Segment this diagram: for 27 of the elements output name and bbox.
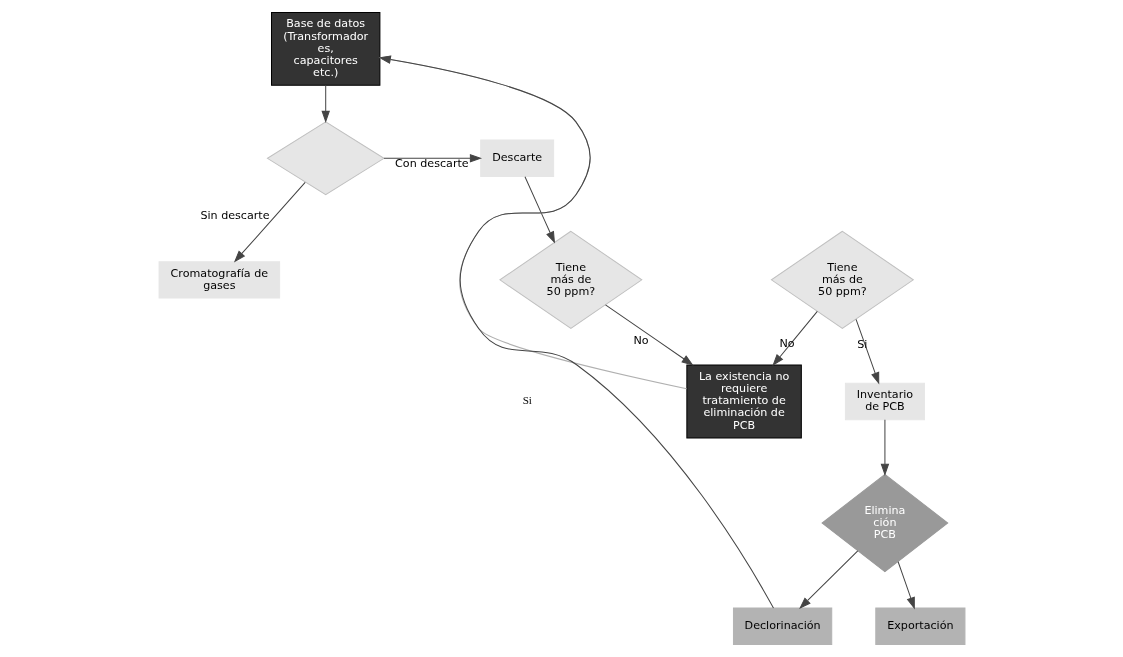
arrow [880,419,889,476]
node-box: Base de datos (Transformador es, capacitores etc.) [270,11,380,86]
edge-label: No [632,333,649,347]
arrow [771,310,818,367]
edge-label: No [779,337,795,351]
arrow [320,84,330,124]
arrow [383,154,482,163]
node-diamond: Tiene más de 50 ppm? [770,230,914,330]
edge-label: Sin descarte [199,208,270,222]
arrow [798,550,858,609]
node-box: Exportación [874,607,965,646]
arrow [855,318,879,385]
arrow [233,181,306,263]
arrow [604,304,694,366]
node-box: Inventario de PCB [844,382,925,421]
node-diamond [266,121,385,196]
node-box: Descarte [479,139,554,178]
arrow [378,55,774,609]
label: Si [522,394,532,407]
node-box: Cromatografía de gases [158,261,280,299]
arrow [523,176,555,244]
node-diamond: Elimina ción PCB [820,473,949,573]
arrow [897,561,915,610]
node-box: La existencia no requiere tratamiento de eliminación de PCB [685,364,802,439]
edge-label: Con descarte [394,157,469,171]
edge-label: Si [856,338,867,352]
node-box: Declorinación [732,607,832,646]
